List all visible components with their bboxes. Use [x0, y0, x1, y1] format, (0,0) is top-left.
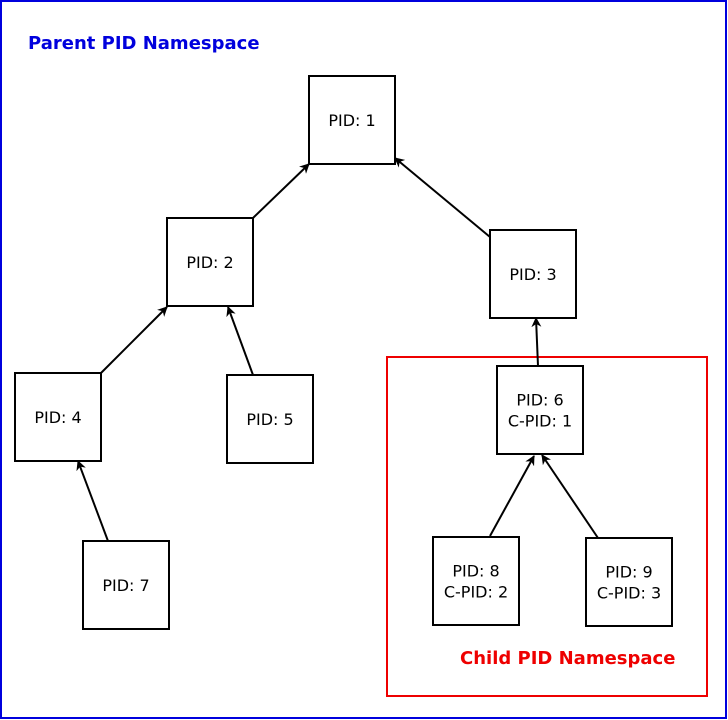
pid-label: PID: 2 [186, 253, 233, 272]
process-node-pid1: PID: 1 [308, 75, 396, 165]
pid-label: PID: 3 [509, 265, 556, 284]
pid-label: PID: 6 [516, 391, 563, 410]
parent-child-arrows [76, 157, 599, 542]
process-node-pid3: PID: 3 [489, 229, 577, 319]
pid-label: PID: 7 [102, 576, 149, 595]
pid-label: PID: 1 [328, 111, 375, 130]
process-node-pid4: PID: 4 [14, 372, 102, 462]
process-box [496, 365, 584, 455]
process-nodes: PID: 1 PID: 2 PID: 3 PID: 4 PID: 5 PID: 6 C-PI… [14, 75, 673, 630]
arrow-pid3-to-pid1 [394, 157, 491, 238]
child-namespace-frame [386, 356, 708, 697]
process-box [432, 536, 520, 626]
arrow-pid2-to-pid1 [252, 163, 310, 219]
process-box [82, 540, 170, 630]
child-pid-label: C-PID: 1 [508, 412, 572, 431]
arrow-pid4-to-pid2 [100, 306, 168, 374]
process-box [226, 374, 314, 464]
child-namespace-title: Child PID Namespace [460, 648, 675, 669]
process-node-pid9: PID: 9 C-PID: 3 [585, 537, 673, 627]
process-box [14, 372, 102, 462]
process-box [166, 217, 254, 307]
child-pid-label: C-PID: 2 [444, 583, 508, 602]
process-box [585, 537, 673, 627]
pid-label: PID: 5 [246, 410, 293, 429]
arrow-pid5-to-pid2 [226, 306, 254, 376]
process-node-pid5: PID: 5 [226, 374, 314, 464]
process-node-pid7: PID: 7 [82, 540, 170, 630]
arrow-pid9-to-pid6 [541, 454, 599, 539]
pid-label: PID: 8 [452, 562, 499, 581]
process-node-pid6: PID: 6 C-PID: 1 [496, 365, 584, 455]
process-node-pid8: PID: 8 C-PID: 2 [432, 536, 520, 626]
pid-label: PID: 4 [34, 408, 81, 427]
pid-label: PID: 9 [605, 563, 652, 582]
child-pid-label: C-PID: 3 [597, 584, 661, 603]
parent-namespace-title: Parent PID Namespace [28, 33, 260, 54]
arrow-pid8-to-pid6 [489, 455, 535, 537]
process-box [489, 229, 577, 319]
process-node-pid2: PID: 2 [166, 217, 254, 307]
arrow-pid6-to-pid3 [531, 317, 542, 367]
arrow-pid7-to-pid4 [76, 460, 109, 542]
process-box [308, 75, 396, 165]
